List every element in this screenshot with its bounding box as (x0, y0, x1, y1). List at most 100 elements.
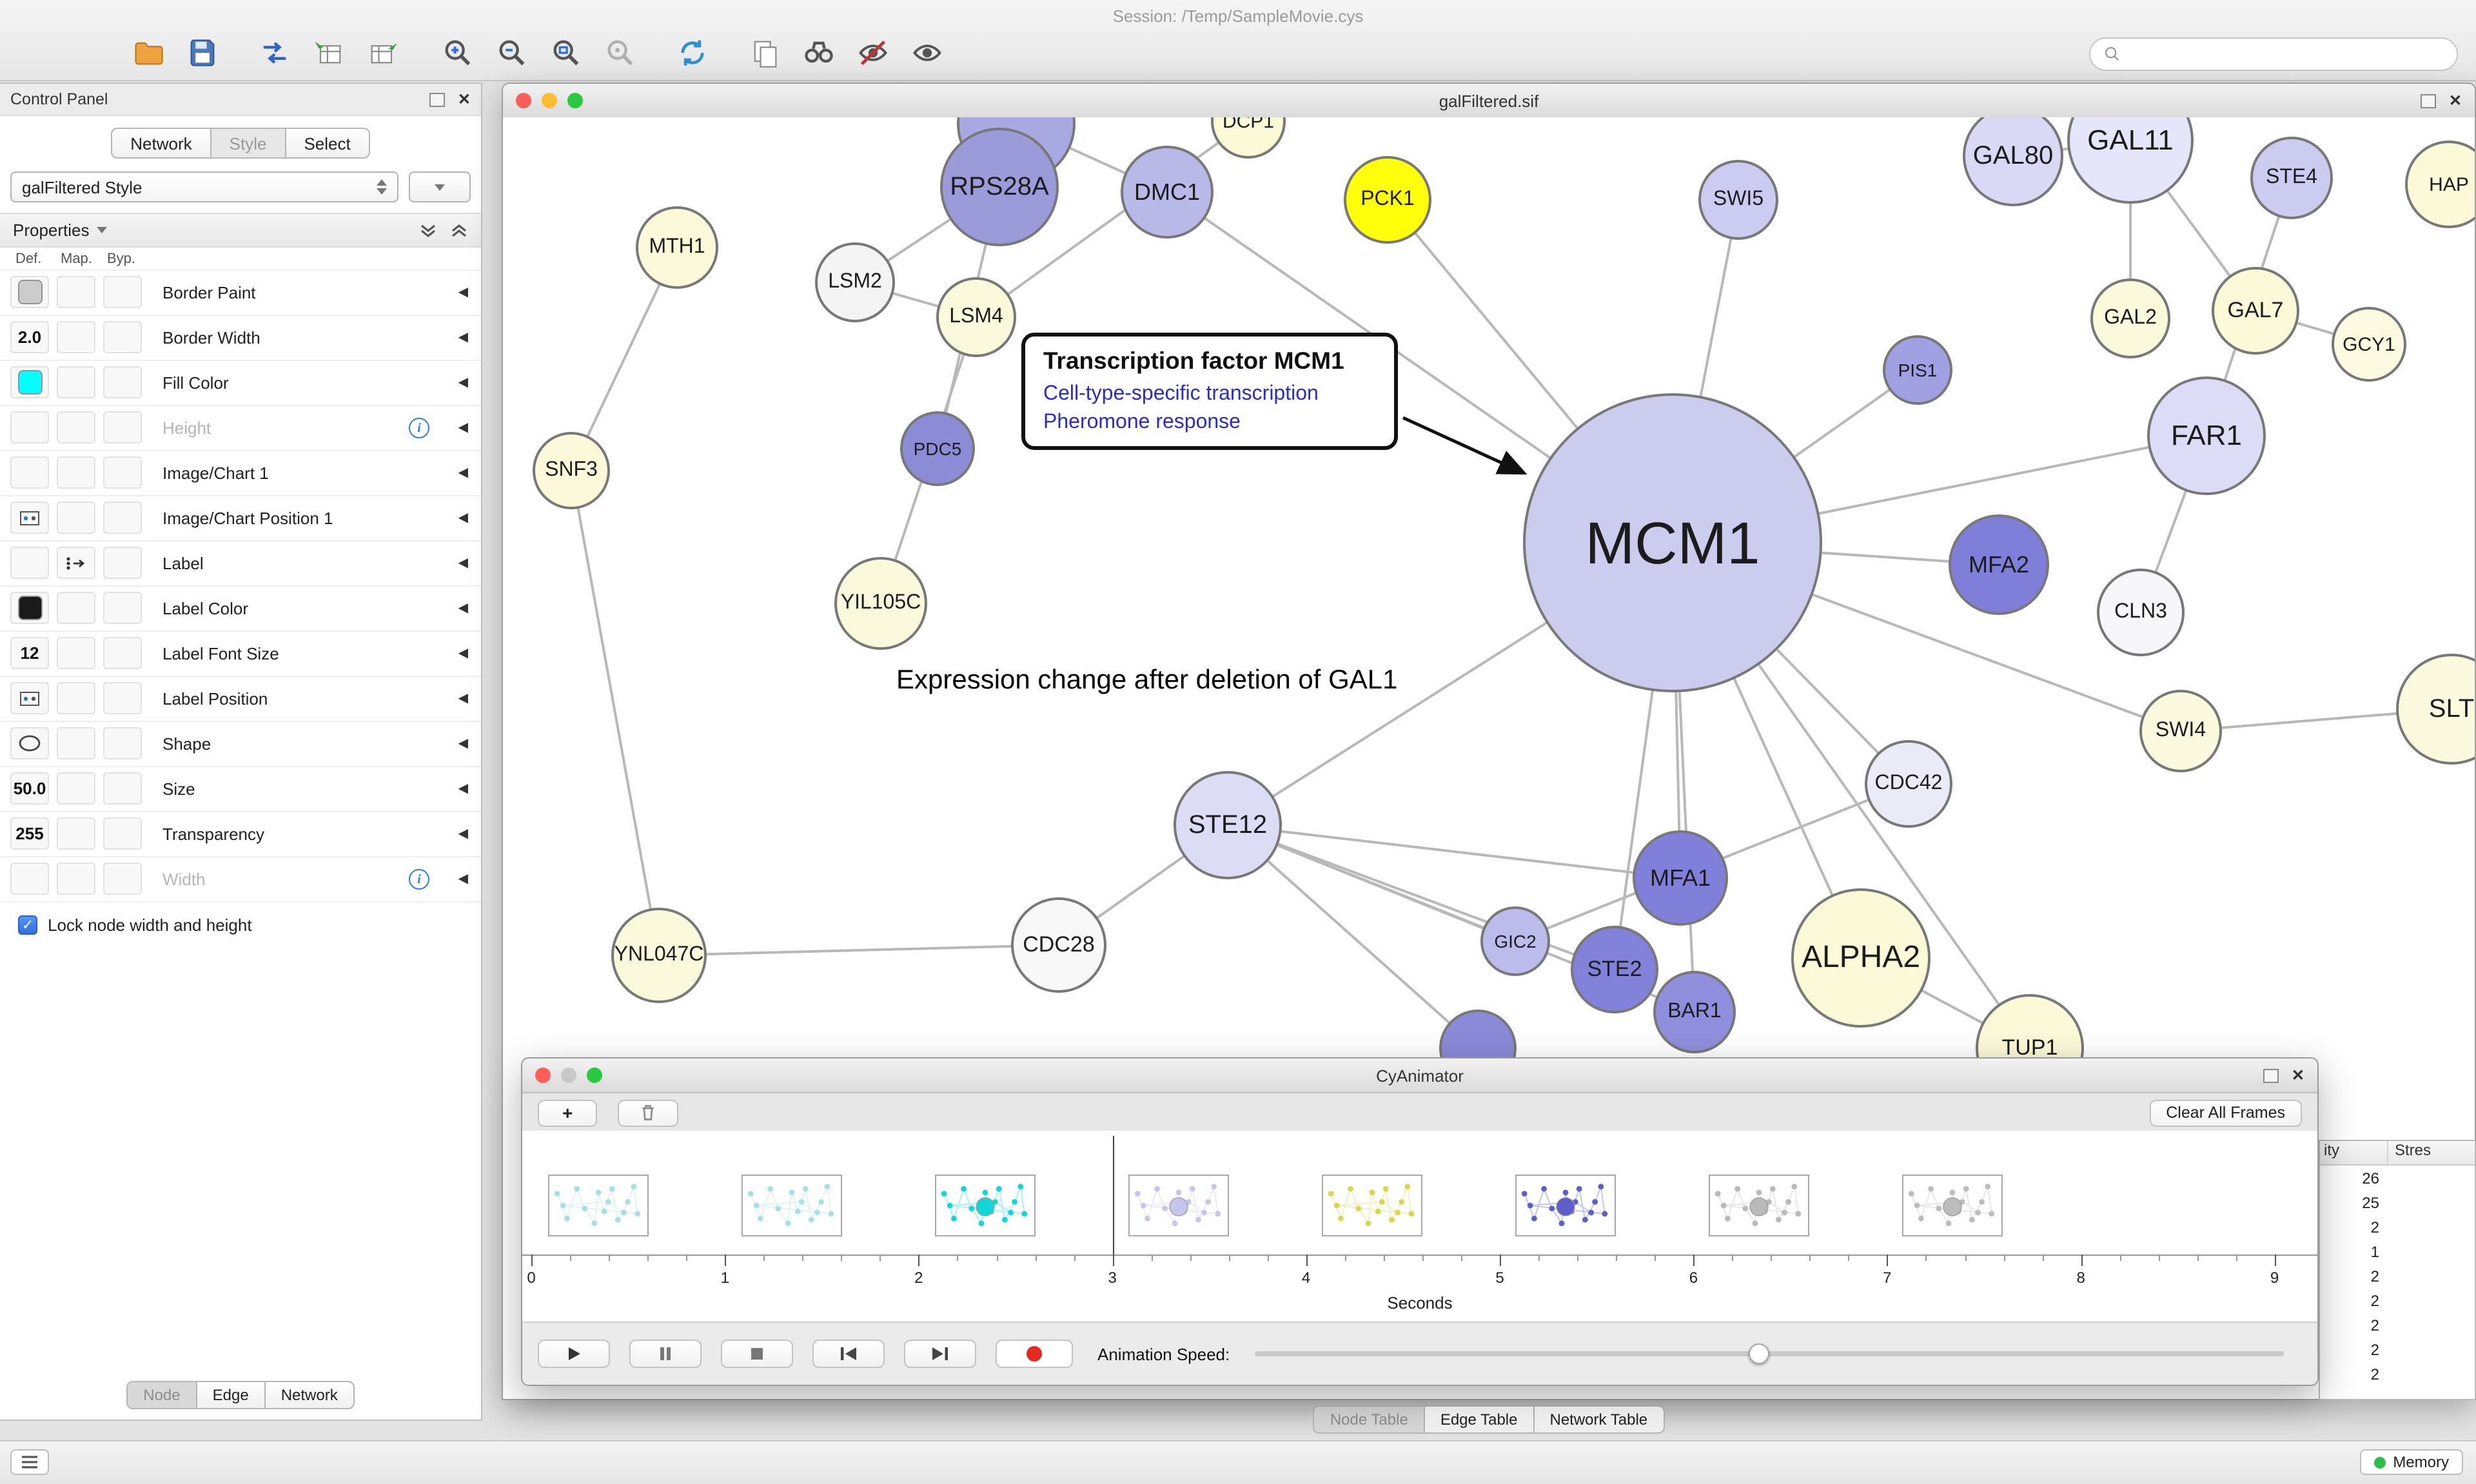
bypass-cell[interactable] (103, 366, 142, 398)
zoom-window-button[interactable] (587, 1068, 602, 1083)
next-frame-button[interactable] (904, 1340, 976, 1368)
expand-row-icon[interactable]: ◀ (458, 421, 468, 435)
table-row[interactable]: 2 (2320, 1215, 2475, 1239)
network-node-CDC28[interactable]: CDC28 (1011, 897, 1106, 993)
playhead[interactable] (1112, 1136, 1114, 1255)
network-node-BAR1[interactable]: BAR1 (1653, 971, 1736, 1053)
pause-button[interactable] (629, 1340, 702, 1368)
style-selector[interactable]: galFiltered Style (10, 171, 398, 202)
mapping-cell[interactable] (57, 456, 95, 489)
close-window-button[interactable] (535, 1068, 551, 1083)
mapping-cell[interactable] (57, 863, 95, 895)
mapping-cell[interactable] (57, 817, 95, 850)
refresh-icon[interactable] (673, 34, 712, 72)
clear-all-frames-button[interactable]: Clear All Frames (2149, 1099, 2302, 1126)
network-node-YNL047C[interactable]: YNL047C (611, 908, 707, 1003)
table-row[interactable]: 2 (2320, 1264, 2475, 1288)
zoom-window-button[interactable] (567, 93, 583, 108)
bypass-cell[interactable] (103, 682, 142, 714)
default-value-cell[interactable]: 12 (10, 637, 49, 669)
default-value-cell[interactable] (10, 502, 49, 534)
bypass-cell[interactable] (103, 727, 142, 759)
tab-network-style[interactable]: Network (264, 1381, 355, 1409)
network-node-GAL7[interactable]: GAL7 (2212, 267, 2299, 355)
tab-edge[interactable]: Edge (195, 1381, 266, 1409)
expand-row-icon[interactable]: ◀ (458, 737, 468, 751)
network-node-SWI4[interactable]: SWI4 (2139, 690, 2222, 772)
play-button[interactable] (538, 1340, 610, 1368)
memory-button[interactable]: Memory (2359, 1449, 2463, 1475)
tab-select[interactable]: Select (284, 128, 370, 159)
previous-frame-button[interactable] (812, 1340, 885, 1368)
default-value-cell[interactable] (10, 547, 49, 579)
bypass-cell[interactable] (103, 637, 142, 669)
search-input[interactable] (2129, 43, 2444, 65)
expand-row-icon[interactable]: ◀ (458, 286, 468, 300)
eye-icon[interactable] (908, 34, 947, 72)
expand-row-icon[interactable]: ◀ (458, 331, 468, 345)
bypass-cell[interactable] (103, 547, 142, 579)
mapping-cell[interactable] (57, 547, 95, 579)
float-window-icon[interactable] (2263, 1068, 2279, 1082)
property-row-image-chart-position-1[interactable]: Image/Chart Position 1◀ (0, 496, 481, 542)
bypass-cell[interactable] (103, 502, 142, 534)
table-column-header[interactable]: ity (2324, 1141, 2339, 1159)
network-node-ALPHA2[interactable]: ALPHA2 (1791, 888, 1931, 1028)
network-edge[interactable] (658, 944, 1059, 957)
frame-thumbnail-4[interactable] (1128, 1175, 1229, 1236)
delete-frame-button[interactable] (618, 1099, 679, 1126)
network-node-GAL80[interactable]: GAL80 (1963, 117, 2063, 206)
network-node-SNF3[interactable]: SNF3 (533, 432, 610, 509)
expand-row-icon[interactable]: ◀ (458, 827, 468, 841)
properties-header[interactable]: Properties (0, 213, 481, 248)
table-row[interactable]: 25 (2320, 1190, 2475, 1215)
bypass-cell[interactable] (103, 456, 142, 489)
bypass-cell[interactable] (103, 592, 142, 624)
cyanimator-titlebar[interactable]: CyAnimator ✕ (522, 1059, 2317, 1093)
info-icon[interactable]: i (409, 869, 429, 890)
tab-edge-table[interactable]: Edge Table (1423, 1405, 1535, 1434)
network-edge[interactable] (570, 470, 660, 956)
export-table-icon[interactable] (364, 34, 402, 72)
network-node-GCY1[interactable]: GCY1 (2332, 307, 2406, 382)
save-session-icon[interactable] (183, 34, 222, 72)
mapping-cell[interactable] (57, 321, 95, 353)
bypass-cell[interactable] (103, 863, 142, 895)
network-window-titlebar[interactable]: galFiltered.sif ✕ (503, 84, 2475, 119)
tab-network[interactable]: Network (111, 128, 211, 159)
network-node-YIL105C[interactable]: YIL105C (834, 557, 927, 650)
mapping-cell[interactable] (57, 682, 95, 714)
expand-all-icon[interactable] (450, 221, 468, 239)
network-node-RPS28A[interactable]: RPS28A (940, 128, 1059, 246)
bypass-cell[interactable] (103, 276, 142, 308)
binoculars-icon[interactable] (800, 34, 838, 72)
network-edge[interactable] (975, 120, 1250, 318)
default-value-cell[interactable]: 2.0 (10, 321, 49, 353)
lock-size-row[interactable]: ✓ Lock node width and height (0, 903, 481, 935)
network-node-CDC42[interactable]: CDC42 (1865, 740, 1952, 828)
table-row[interactable]: 2 (2320, 1288, 2475, 1313)
network-node-MFA2[interactable]: MFA2 (1949, 514, 2049, 615)
tab-node[interactable]: Node (126, 1381, 197, 1409)
open-file-icon[interactable] (129, 34, 168, 72)
tab-network-table[interactable]: Network Table (1533, 1405, 1665, 1434)
minimize-window-button[interactable] (561, 1068, 576, 1083)
table-row[interactable]: 2 (2320, 1337, 2475, 1362)
default-value-cell[interactable] (10, 366, 49, 398)
network-node-MFA1[interactable]: MFA1 (1633, 830, 1728, 926)
network-edge[interactable] (1226, 824, 1479, 1050)
style-options-button[interactable] (409, 171, 471, 202)
network-node-LSM2[interactable]: LSM2 (815, 242, 895, 322)
network-node-CLN3[interactable]: CLN3 (2097, 569, 2185, 656)
network-node-DMC1[interactable]: DMC1 (1121, 146, 1213, 239)
bypass-cell[interactable] (103, 772, 142, 805)
checkbox-checked-icon[interactable]: ✓ (18, 915, 37, 935)
expand-row-icon[interactable]: ◀ (458, 647, 468, 661)
property-row-shape[interactable]: Shape◀ (0, 722, 481, 767)
default-value-cell[interactable] (10, 727, 49, 759)
